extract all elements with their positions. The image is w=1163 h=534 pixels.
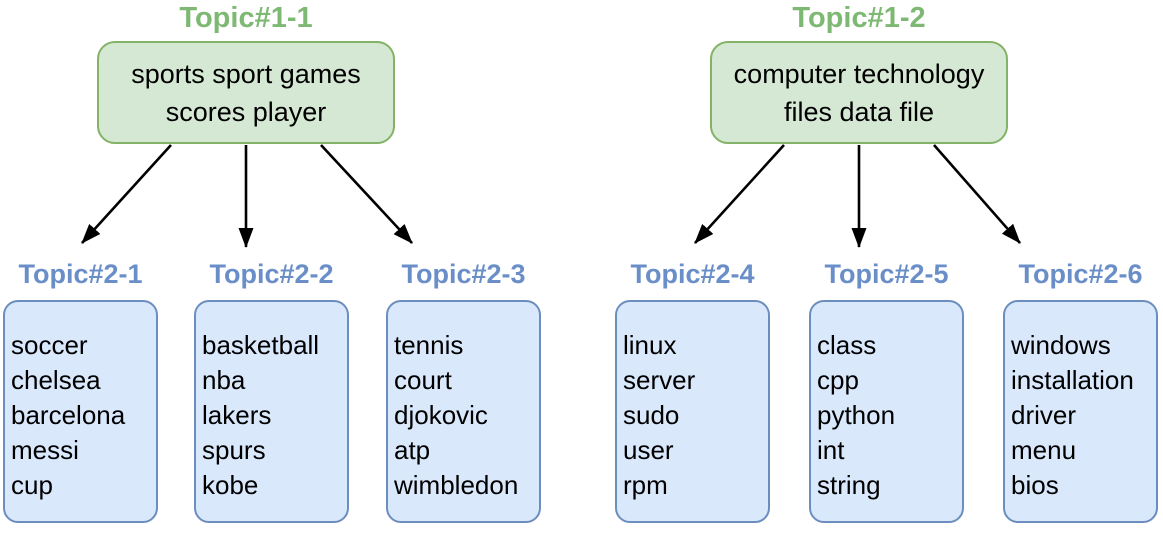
child-topic-box-2-6: windows installation driver menu bios	[1003, 300, 1158, 523]
word-item: lakers	[202, 400, 272, 430]
parent-topic-box-1: sports sport games scores player	[97, 41, 395, 144]
word-item: kobe	[202, 470, 259, 500]
word-item: basketball	[202, 330, 320, 360]
word-item: rpm	[623, 470, 668, 500]
parent-topic-title-2: Topic#1-2	[792, 2, 926, 34]
child-topic-title-2-1: Topic#2-1	[18, 259, 143, 289]
child-topic-title-2-6: Topic#2-6	[1018, 259, 1143, 289]
word-item: sudo	[623, 400, 680, 430]
parent-topic-title-1: Topic#1-1	[179, 2, 313, 34]
child-topic-box-2-3: tennis court djokovic atp wimbledon	[386, 300, 541, 523]
word-item: atp	[394, 435, 431, 465]
child-topic-title-2-4: Topic#2-4	[630, 259, 755, 289]
edge-arrows	[81, 144, 1021, 248]
word-item: cpp	[817, 365, 859, 395]
word-item: tennis	[394, 330, 464, 360]
word-item: installation	[1011, 365, 1134, 395]
word-item: djokovic	[394, 400, 488, 430]
word-item: chelsea	[11, 365, 101, 395]
word-item: int	[817, 435, 845, 465]
word-item: linux	[623, 330, 677, 360]
word-item: nba	[202, 365, 246, 395]
child-topic-title-2-2: Topic#2-2	[209, 259, 334, 289]
parent-topic-keywords-2: computer technology files data file	[733, 58, 985, 127]
word-item: bios	[1011, 470, 1059, 500]
child-topic-title-2-3: Topic#2-3	[401, 259, 526, 289]
parent-topic-box-2: computer technology files data file	[710, 41, 1008, 144]
arrow-1-2-to-2-6	[933, 144, 1021, 244]
arrow-1-1-to-2-1	[81, 144, 172, 244]
word-item: windows	[1011, 330, 1111, 360]
word-item: menu	[1011, 435, 1077, 465]
word-item: class	[817, 330, 877, 360]
word-item: soccer	[11, 330, 88, 360]
child-topic-box-2-2: basketball nba lakers spurs kobe	[194, 300, 349, 523]
arrow-1-2-to-2-4	[694, 144, 785, 244]
child-topic-box-2-4: linux server sudo user rpm	[615, 300, 770, 523]
word-item: user	[623, 435, 674, 465]
word-item: string	[817, 470, 881, 500]
word-item: court	[394, 365, 452, 395]
word-item: driver	[1011, 400, 1077, 430]
word-item: cup	[11, 470, 53, 500]
word-item: messi	[11, 435, 79, 465]
word-item: python	[817, 400, 896, 430]
child-topic-box-2-5: class cpp python int string	[809, 300, 964, 523]
word-item: spurs	[202, 435, 266, 465]
word-item: barcelona	[11, 400, 126, 430]
arrow-1-1-to-2-3	[320, 144, 413, 244]
parent-topic-keywords-1: sports sport games scores player	[131, 58, 361, 127]
child-topic-title-2-5: Topic#2-5	[824, 259, 949, 289]
word-item: server	[623, 365, 696, 395]
word-item: wimbledon	[394, 470, 519, 500]
child-topic-box-2-1: soccer chelsea barcelona messi cup	[3, 300, 158, 523]
